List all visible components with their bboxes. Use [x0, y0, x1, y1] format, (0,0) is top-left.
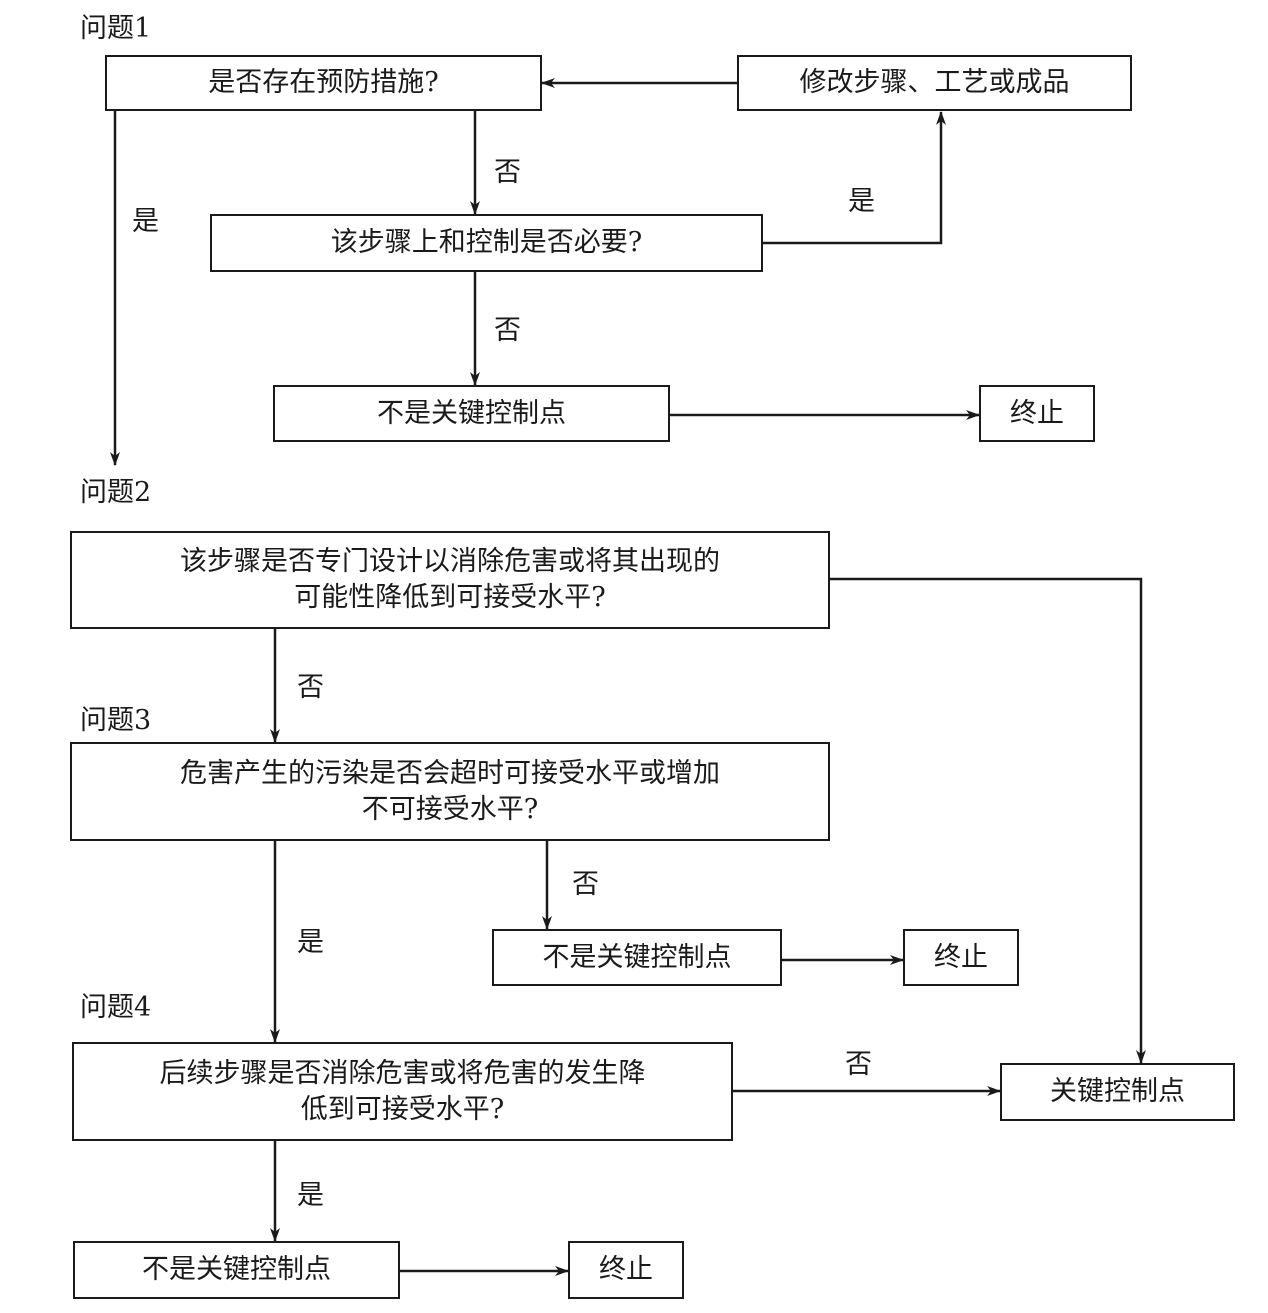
q4-text-line1: 后续步骤是否消除危害或将危害的发生降: [159, 1057, 646, 1089]
edge-label-q3-yes: 是: [297, 927, 324, 958]
end-text-2: 终止: [934, 941, 988, 973]
control-necessary-box: 该步骤上和控制是否必要?: [210, 214, 763, 272]
edge-label-necessary-no: 否: [494, 315, 521, 346]
not-ccp-box-3: 不是关键控制点: [73, 1241, 400, 1299]
not-ccp-text-3: 不是关键控制点: [142, 1254, 331, 1285]
end-box-2: 终止: [903, 929, 1019, 986]
not-ccp-text-2: 不是关键控制点: [542, 941, 732, 973]
question-1-label: 问题1: [80, 13, 152, 44]
edge-label-q1-yes: 是: [132, 206, 159, 237]
ccp-box: 关键控制点: [1000, 1063, 1235, 1121]
control-necessary-text: 该步骤上和控制是否必要?: [330, 227, 643, 258]
end-text-1: 终止: [1010, 397, 1064, 429]
q2-box: 该步骤是否专门设计以消除危害或将其出现的 可能性降低到可接受水平?: [70, 531, 830, 629]
preventive-measures-box: 是否存在预防措施?: [105, 55, 542, 111]
edge-label-necessary-yes: 是: [848, 186, 875, 217]
q3-text-line2: 不可接受水平?: [361, 793, 539, 825]
end-box-3: 终止: [568, 1241, 684, 1299]
not-ccp-box-1: 不是关键控制点: [273, 385, 670, 442]
edge-label-q3-no: 否: [572, 869, 599, 900]
edge-label-q4-no: 否: [845, 1049, 872, 1080]
not-ccp-box-2: 不是关键控制点: [492, 929, 782, 986]
modify-step-box: 修改步骤、工艺或成品: [737, 55, 1132, 111]
end-box-1: 终止: [979, 385, 1095, 442]
q2-text-line2: 可能性降低到可接受水平?: [294, 582, 606, 613]
edge-q2-yes: [829, 577, 1146, 1064]
q3-text-line1: 危害产生的污染是否会超时可接受水平或增加: [180, 757, 720, 789]
edge-label-q4-yes: 是: [297, 1180, 324, 1211]
question-3-label: 问题3: [80, 705, 152, 736]
edge-necessary-yes: [763, 111, 946, 245]
end-text-3: 终止: [599, 1254, 653, 1285]
q4-box: 后续步骤是否消除危害或将危害的发生降 低到可接受水平?: [72, 1042, 733, 1141]
q3-box: 危害产生的污染是否会超时可接受水平或增加 不可接受水平?: [70, 742, 830, 841]
modify-step-text: 修改步骤、工艺或成品: [799, 67, 1070, 98]
q2-text-line1: 该步骤是否专门设计以消除危害或将其出现的: [180, 546, 720, 577]
question-4-label: 问题4: [80, 992, 152, 1023]
q4-text-line2: 低到可接受水平?: [300, 1093, 505, 1125]
preventive-measures-text: 是否存在预防措施?: [208, 67, 439, 98]
ccp-text: 关键控制点: [1050, 1076, 1185, 1107]
question-2-label: 问题2: [80, 477, 152, 508]
not-ccp-text-1: 不是关键控制点: [377, 397, 566, 429]
edge-label-q2-no: 否: [297, 672, 324, 703]
edge-label-q1-no: 否: [494, 157, 521, 188]
